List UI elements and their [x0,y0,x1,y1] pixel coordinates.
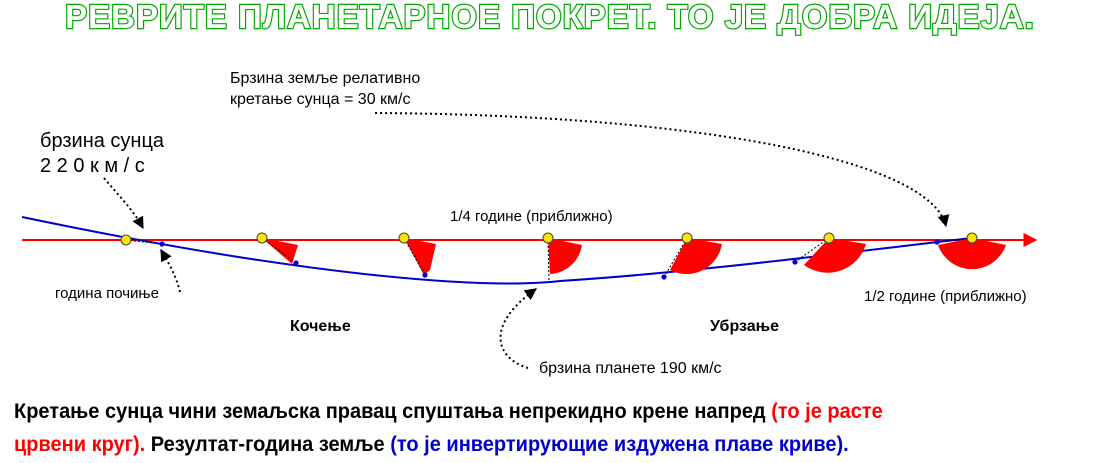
sun-marker [823,232,835,244]
acceleration-label: Убрзање [710,318,779,335]
earth-point [293,260,299,266]
earth-speed-label-2: кретање сунца = 30 км/с [230,91,410,108]
sector-3 [548,238,582,274]
sun-marker [966,232,978,244]
sun-marker [542,232,554,244]
caption-2-blue: (то је инвертирующие издужена плаве крив… [390,432,849,456]
sun-marker [256,232,268,244]
caption-1-red: (то је расте [771,399,883,423]
earth-point [792,259,798,265]
sector-4 [670,238,722,275]
sun-marker [120,234,132,246]
caption-line-2: црвени круг). Резултат-година земље (то … [14,428,1018,461]
pointer-arrows [103,112,950,369]
pointer-earth-speed [374,112,950,228]
caption-1-black: Кретање сунца чини земаљска правац спушт… [14,399,772,423]
earth-point [661,274,667,280]
earth-point [159,241,165,247]
sun-marker [681,232,693,244]
braking-label: Кочење [290,318,351,335]
planet-speed-label: брзина планете 190 км/с [539,360,722,377]
sector-2 [404,238,436,275]
earth-point [934,239,940,245]
pointer-year-start [160,248,181,293]
radius-lines [125,237,973,282]
caption-2-black: Резултат-година земље [145,432,391,456]
sun-markers [120,232,978,246]
sector-6 [938,238,1006,270]
sun-marker [398,232,410,244]
earth-point [422,272,428,278]
caption-2-red: црвени круг). [14,432,146,456]
earth-points [159,239,940,280]
sun-speed-label-1: брзина сунца [40,130,165,152]
page-title: РЕВРИТЕ ПЛАНЕТАРНОЕ ПОКРЕТ. ТО ЈЕ ДОБРА … [65,0,1035,35]
caption-line-1: Кретање сунца чини земаљска правац спушт… [14,395,1018,428]
earth-speed-label-1: Брзина земље релативно [230,70,420,87]
year-start-label: година почиње [55,285,159,302]
sector-5 [804,238,866,273]
quarter-year-label: 1/4 године (приближно) [450,208,613,225]
half-year-label: 1/2 године (приближно) [864,288,1027,305]
pointer-planet-speed [499,288,537,369]
sun-speed-label-2: 2 2 0 к м / с [40,155,145,177]
pointer-sun-speed [103,177,144,230]
